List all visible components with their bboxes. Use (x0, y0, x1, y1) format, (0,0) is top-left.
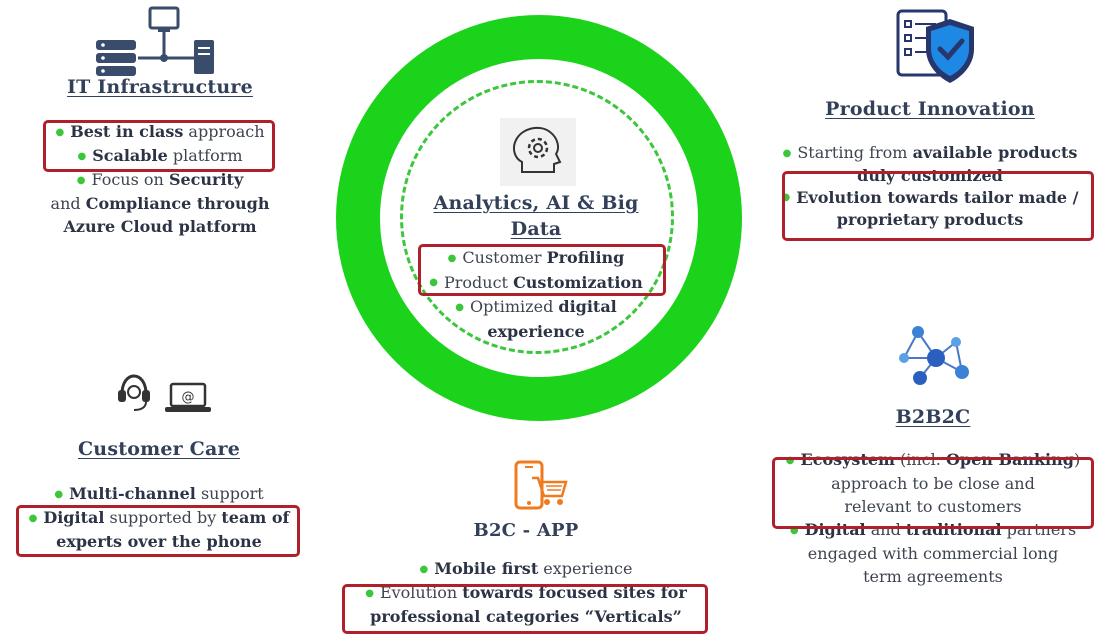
list-item: ●Scalable platform (77, 146, 243, 165)
network-server-icon (94, 6, 218, 80)
list-item: ●Best in class approach (55, 122, 265, 141)
analytics-section: Analytics, AI & Big Data ●Customer Profi… (404, 190, 668, 344)
head-gear-icon (500, 118, 576, 190)
headset-icon (116, 372, 152, 416)
list-item: ●Multi-channel support (54, 484, 264, 503)
list-item-continuation: experience (487, 321, 585, 341)
network-nodes-icon (896, 322, 970, 394)
list-item-continuation: Azure Cloud platform (63, 217, 257, 236)
list-item-continuation: proprietary products (836, 210, 1024, 229)
it-infrastructure-title: IT Infrastructure (67, 76, 253, 98)
customer-care-section: Customer Care ●Multi-channel support ●Di… (18, 438, 300, 553)
it-infrastructure-section: IT Infrastructure ●Best in class approac… (30, 76, 290, 238)
list-item: ●Focus on Security (76, 170, 244, 189)
list-item-continuation: duly customized (857, 165, 1003, 185)
list-item-continuation: approach to be close and (831, 474, 1035, 493)
list-item-continuation: engaged with commercial long (807, 544, 1059, 563)
list-item: ●Evolution towards focused sites for (365, 583, 687, 602)
list-item: ●Digital and traditional partners (789, 520, 1077, 539)
list-item-continuation: professional categories “Verticals” (370, 607, 682, 626)
highlight-box (782, 171, 1094, 241)
highlight-box (418, 244, 666, 296)
list-item-continuation: relevant to customers (844, 497, 1022, 516)
analytics-title: Analytics, AI & Big Data (433, 192, 639, 240)
product-innovation-title: Product Innovation (825, 98, 1035, 120)
laptop-email-icon: @ (165, 382, 211, 418)
b2b2c-title: B2B2C (895, 406, 971, 428)
customer-care-title: Customer Care (77, 438, 241, 460)
list-item: ●Mobile first experience (419, 559, 633, 578)
list-item: ●Evolution towards tailor made / (781, 187, 1079, 207)
list-item-continuation: and Compliance through (50, 194, 270, 213)
list-item-continuation: term agreements (863, 567, 1003, 586)
list-item: ●Customer Profiling (447, 248, 625, 267)
list-item: ●Starting from available products (782, 143, 1078, 162)
list-item-continuation: experts over the phone (56, 532, 262, 551)
dashed-green-ring (400, 80, 674, 354)
list-item: ●Digital supported by team of (28, 508, 290, 527)
highlight-box (772, 457, 1094, 529)
highlight-box (16, 505, 300, 557)
product-innovation-section: Product Innovation ●Starting from availa… (770, 98, 1090, 231)
b2c-app-title: B2C - APP (473, 520, 579, 541)
list-item: ●Product Customization (429, 272, 643, 292)
highlight-box (43, 120, 275, 172)
secure-checklist-icon (896, 7, 978, 89)
svg-text:@: @ (182, 390, 195, 405)
list-item: ●Optimized digital (455, 297, 617, 316)
highlight-box (342, 584, 708, 634)
mobile-cart-icon (514, 460, 568, 514)
b2c-app-section: B2C - APP ●Mobile first experience ●Evol… (340, 520, 712, 628)
